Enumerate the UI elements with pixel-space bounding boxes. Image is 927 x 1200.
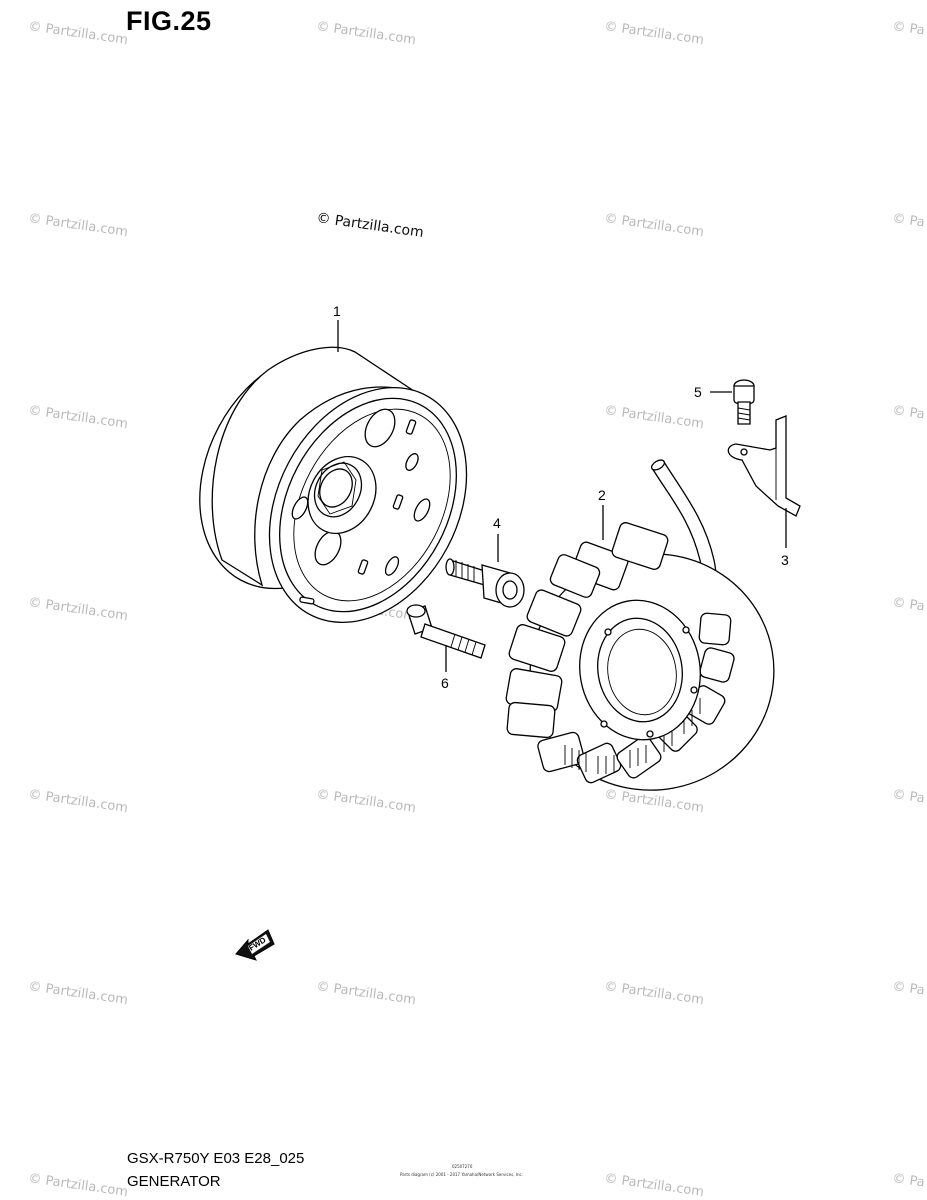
watermark: © Pa [891, 403, 925, 422]
callout-1: 1 [333, 303, 341, 319]
watermark: © Partzilla.com [603, 403, 704, 432]
fwd-arrow-icon: FWD [235, 929, 275, 961]
part-2-stator: 2 [505, 459, 775, 791]
watermark-grid: © Partzilla.com © Partzilla.com © Partzi… [27, 19, 925, 1200]
watermark: © Partzilla.com [27, 595, 128, 624]
watermark: © Partzilla.com [315, 979, 416, 1008]
model-code: GSX-R750Y E03 E28_025 [127, 1150, 305, 1167]
callout-5: 5 [694, 384, 702, 400]
watermark: © Partzilla.com [603, 787, 704, 816]
watermark: © Partzilla.com [27, 979, 128, 1008]
watermark: © Pa [891, 979, 925, 998]
watermark: © Partzilla.com [27, 403, 128, 432]
watermark: © Partzilla.com [315, 787, 416, 816]
watermark: © Partzilla.com [27, 1171, 128, 1200]
watermark: © Partzilla.com [27, 787, 128, 816]
watermark: © Partzilla.com [27, 211, 128, 240]
watermark: © Partzilla.com [27, 19, 128, 48]
callout-3: 3 [781, 552, 789, 568]
callout-4: 4 [493, 515, 501, 531]
part-3-clamp: 3 [727, 415, 801, 568]
watermark: © Pa [891, 19, 925, 38]
assembly-name: GENERATOR [127, 1173, 221, 1190]
watermark: © Partzilla.com [315, 19, 416, 48]
watermark: © Partzilla.com [603, 211, 704, 240]
watermark: © Pa [891, 211, 925, 230]
small-copyright: Parts diagram (c) 2001 - 2017 Yamaha/Net… [400, 1172, 523, 1177]
callout-6: 6 [441, 675, 449, 691]
watermark: © Pa [891, 787, 925, 806]
watermark: © Pa [891, 595, 925, 614]
callout-2: 2 [598, 487, 606, 503]
watermark-dark: © Partzilla.com [315, 210, 424, 241]
watermark: © Partzilla.com [603, 19, 704, 48]
part-4-rotor-bolt: 4 [445, 515, 525, 608]
part-6-stator-bolt: 6 [406, 604, 486, 691]
part-5-small-bolt: 5 [694, 379, 755, 425]
watermark: © Partzilla.com [603, 979, 704, 1008]
small-code: 02507270 [452, 1164, 473, 1169]
watermark: © Pa [891, 1171, 925, 1190]
part-1-rotor: 1 [199, 303, 468, 624]
figure-title: FIG.25 [126, 6, 212, 36]
watermark: © Partzilla.com [603, 1171, 704, 1200]
